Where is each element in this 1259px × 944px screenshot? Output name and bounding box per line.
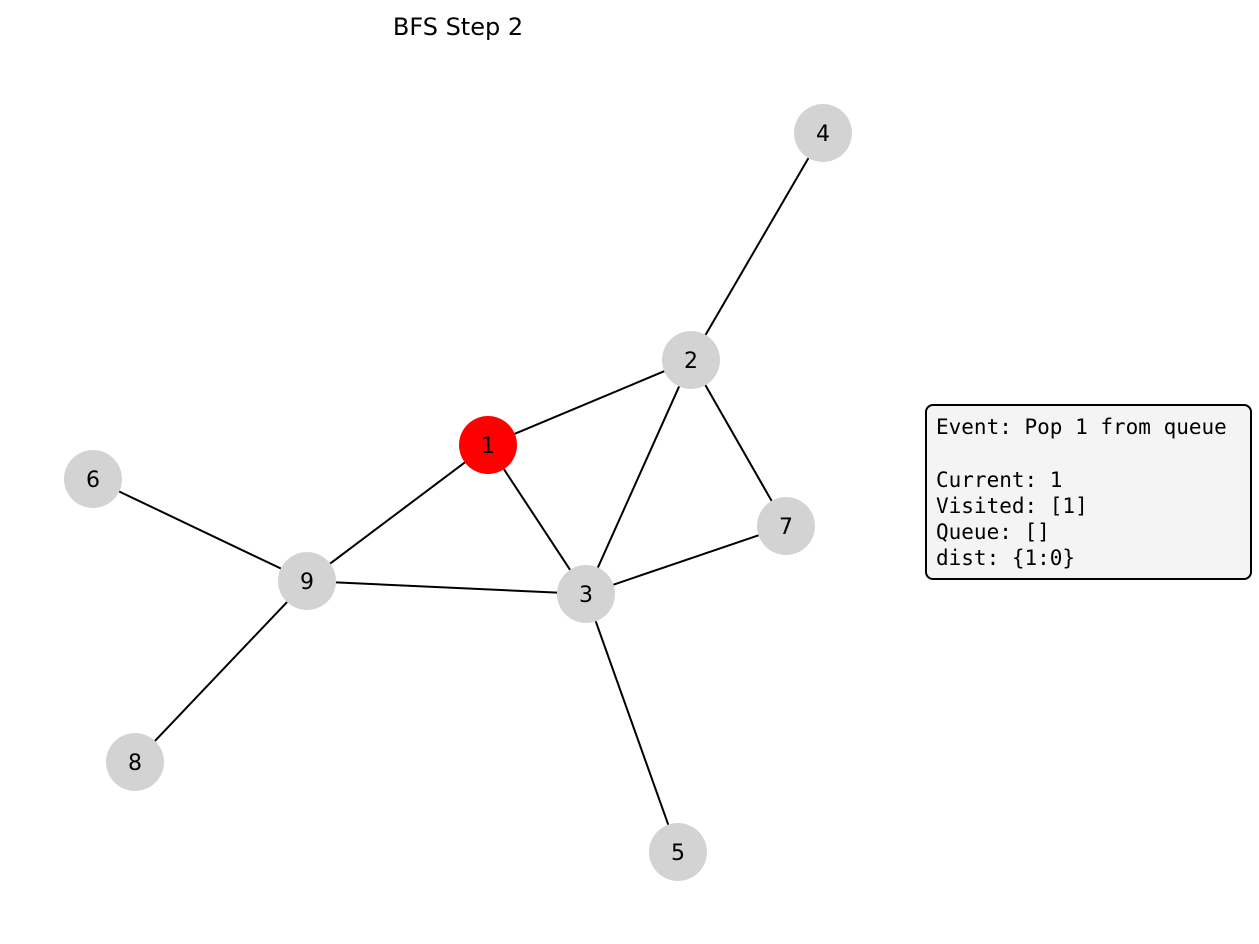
edge-1-9 <box>329 461 466 565</box>
node-label-4: 4 <box>816 122 830 147</box>
edge-2-3 <box>596 386 681 568</box>
current-text: Current: 1 <box>936 467 1063 492</box>
node-3: 3 <box>557 565 615 623</box>
blank-line <box>936 440 1250 466</box>
visited-text: Visited: [1] <box>936 493 1088 518</box>
edge-9-8 <box>154 601 288 742</box>
node-2: 2 <box>662 331 720 389</box>
node-label-1: 1 <box>481 434 495 459</box>
node-label-7: 7 <box>779 515 793 540</box>
edge-2-4 <box>704 157 810 336</box>
node-label-3: 3 <box>579 583 593 608</box>
node-5: 5 <box>649 823 707 881</box>
node-circle-9 <box>278 552 336 610</box>
diagram-title: BFS Step 2 <box>393 13 523 41</box>
node-circle-6 <box>64 450 122 508</box>
node-label-8: 8 <box>128 751 142 776</box>
event-text: Event: Pop 1 from queue <box>936 415 1227 439</box>
node-6: 6 <box>64 450 122 508</box>
edge-3-9 <box>335 581 558 594</box>
node-circle-3 <box>557 565 615 623</box>
node-circle-5 <box>649 823 707 881</box>
node-label-6: 6 <box>86 468 100 493</box>
node-circle-1 <box>459 416 517 474</box>
node-label-9: 9 <box>300 570 314 595</box>
node-label-5: 5 <box>671 841 685 866</box>
node-circle-4 <box>794 104 852 162</box>
edge-3-7 <box>613 534 759 586</box>
node-7: 7 <box>757 497 815 555</box>
node-circle-8 <box>106 733 164 791</box>
edge-2-7 <box>704 384 773 502</box>
edge-layer <box>118 157 810 826</box>
node-circle-7 <box>757 497 815 555</box>
edge-9-6 <box>118 490 282 570</box>
node-layer: 1 2 3 4 5 6 7 8 9 <box>64 104 852 881</box>
edge-3-5 <box>594 620 670 826</box>
node-8: 8 <box>106 733 164 791</box>
node-1: 1 <box>459 416 517 474</box>
node-circle-2 <box>662 331 720 389</box>
queue-text: Queue: [] <box>936 520 1050 545</box>
dist-text: dist: {1:0} <box>936 546 1076 571</box>
node-label-2: 2 <box>684 349 698 374</box>
edge-1-3 <box>503 468 571 571</box>
node-9: 9 <box>278 552 336 610</box>
bfs-state-panel: Event: Pop 1 from queue Current: 1 Visit… <box>925 404 1252 580</box>
node-4: 4 <box>794 104 852 162</box>
edge-1-2 <box>514 370 665 435</box>
